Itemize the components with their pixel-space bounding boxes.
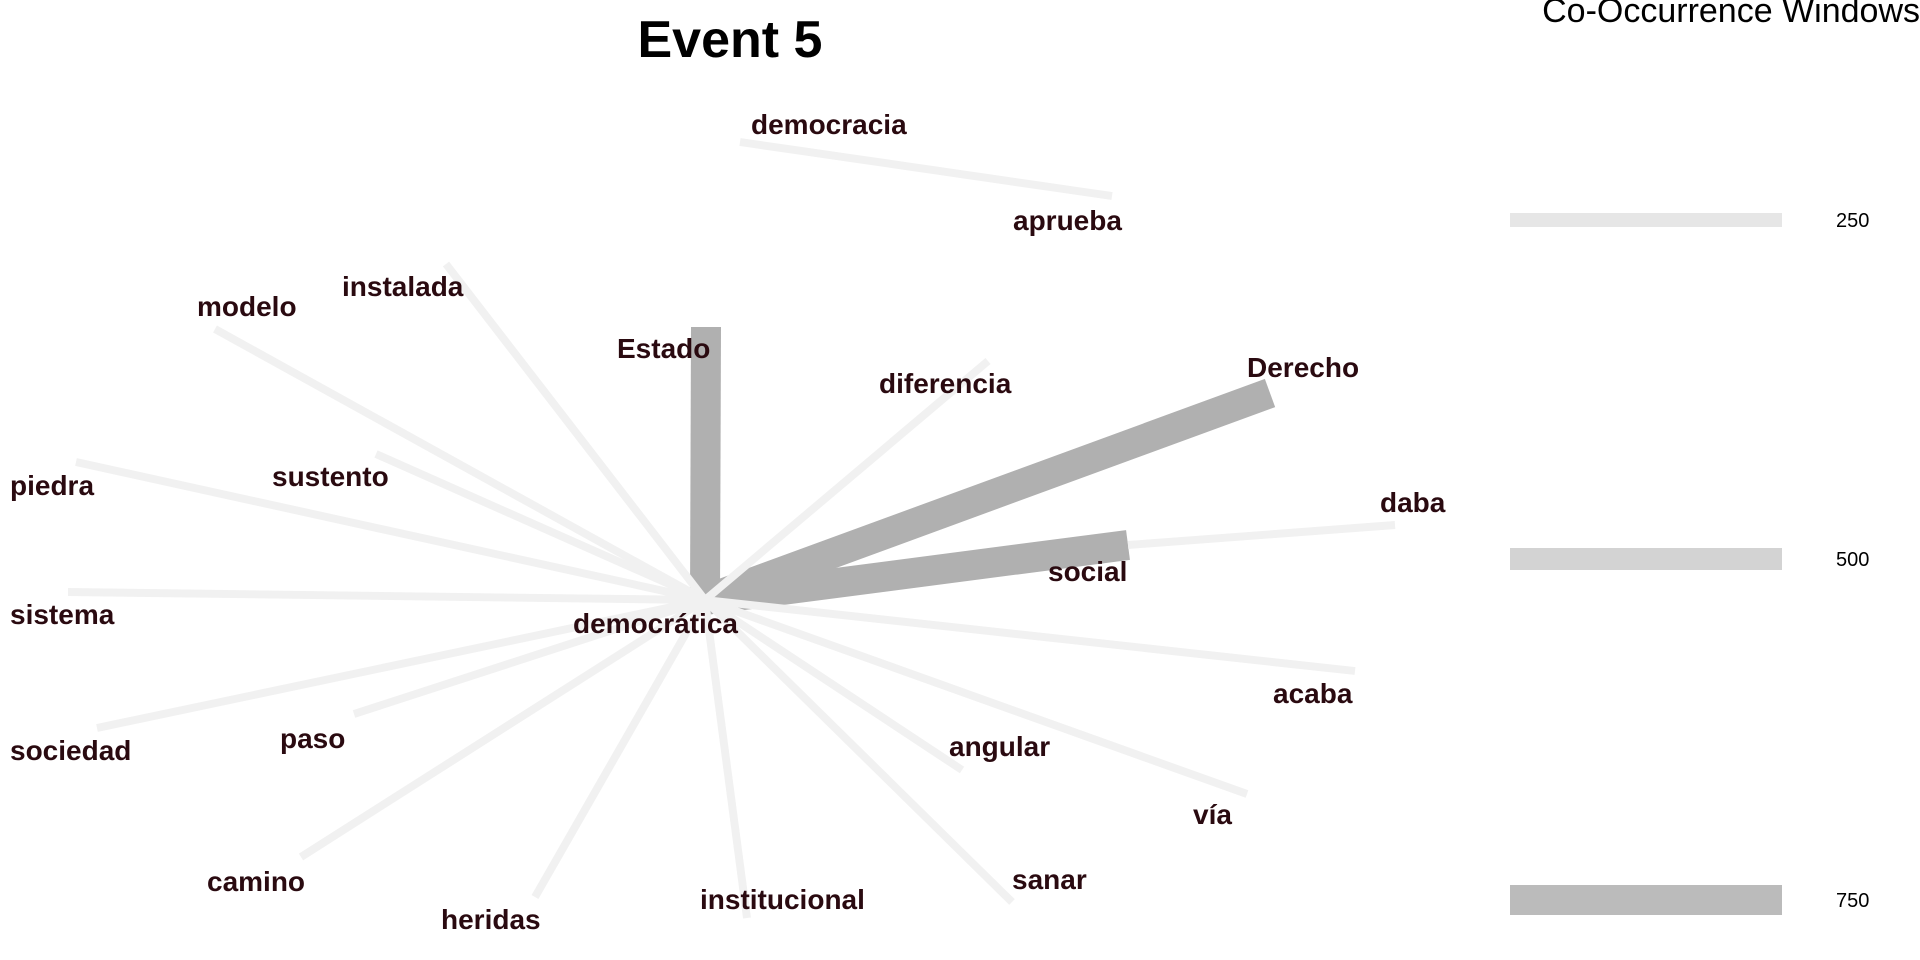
edge-democrática-piedra — [75, 458, 706, 604]
edge-democracia-aprueba — [739, 138, 1113, 200]
edge-democrática-institucional — [701, 599, 751, 919]
node-label-sistema: sistema — [10, 599, 115, 630]
edge-democrática-modelo — [213, 325, 707, 604]
node-label-Derecho: Derecho — [1247, 352, 1359, 383]
edge-democrática-paso — [352, 596, 707, 718]
node-label-heridas: heridas — [441, 904, 541, 935]
legend-swatch-750 — [1510, 885, 1782, 915]
node-label-aprueba: aprueba — [1013, 205, 1122, 236]
node-label-sociedad: sociedad — [10, 735, 131, 766]
legend-value-500: 500 — [1836, 549, 1869, 571]
node-label-instalada: instalada — [342, 271, 464, 302]
edge-democrática-instalada — [442, 261, 709, 603]
edge-democrática-vía — [703, 596, 1249, 798]
node-label-modelo: modelo — [197, 291, 297, 322]
legend-value-250: 250 — [1836, 210, 1869, 232]
edge-democrática-sustento — [374, 450, 707, 604]
edge-democrática-camino — [298, 596, 708, 861]
edge-social-daba — [1127, 521, 1396, 549]
edge-democrática-social — [703, 530, 1130, 615]
edge-democrática-sociedad — [96, 596, 706, 732]
edges-layer — [67, 138, 1396, 919]
edge-democrática-heridas — [531, 598, 709, 899]
node-label-diferencia: diferencia — [879, 368, 1012, 399]
graph-title: Event 5 — [638, 11, 823, 69]
node-label-sustento: sustento — [272, 461, 389, 492]
node-label-democracia: democracia — [751, 109, 907, 140]
node-label-democrática: democrática — [573, 608, 738, 639]
node-label-social: social — [1048, 556, 1127, 587]
legend-value-750: 750 — [1836, 890, 1869, 912]
node-label-paso: paso — [280, 723, 345, 754]
node-label-piedra: piedra — [10, 470, 94, 501]
node-label-daba: daba — [1380, 487, 1446, 518]
legend: Co-Occurrence Windows 250 500 750 — [1510, 0, 1920, 915]
node-label-institucional: institucional — [700, 884, 865, 915]
node-label-camino: camino — [207, 866, 305, 897]
edge-democrática-Derecho — [699, 378, 1276, 615]
legend-title: Co-Occurrence Windows — [1542, 0, 1920, 30]
edge-democrática-Estado — [690, 326, 721, 601]
node-label-sanar: sanar — [1012, 864, 1087, 895]
node-label-angular: angular — [949, 731, 1050, 762]
edge-democrática-angular — [702, 596, 965, 774]
legend-swatch-250 — [1510, 213, 1782, 227]
edge-democrática-sistema — [67, 588, 706, 604]
node-label-vía: vía — [1193, 799, 1232, 830]
legend-swatch-500 — [1510, 548, 1782, 570]
node-label-Estado: Estado — [617, 333, 710, 364]
edge-democrática-diferencia — [702, 357, 991, 604]
node-label-acaba: acaba — [1273, 678, 1353, 709]
edge-democrática-acaba — [704, 596, 1356, 675]
edge-democrática-sanar — [702, 597, 1015, 905]
